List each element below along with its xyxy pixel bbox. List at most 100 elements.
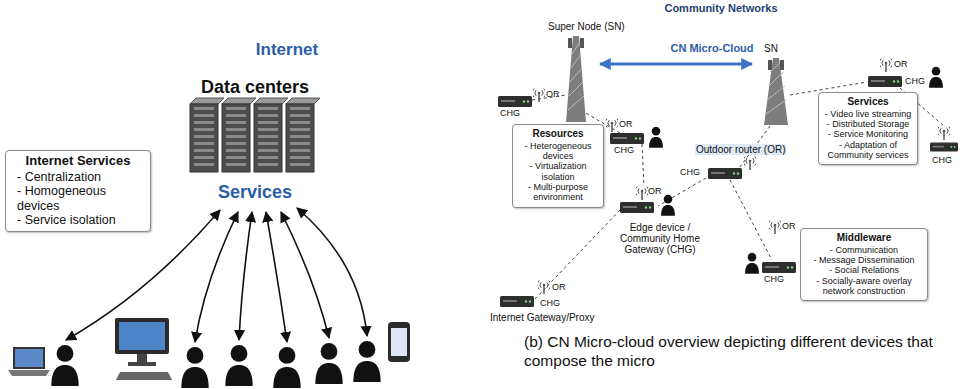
cn-devices xyxy=(498,59,958,307)
node-heading: Data centers xyxy=(123,77,388,98)
device-label: CHG xyxy=(905,77,925,87)
device-label: OR xyxy=(552,283,566,293)
callout-item: - Service isolation xyxy=(11,213,145,227)
frame-outline xyxy=(483,17,960,328)
device-label: OR xyxy=(546,90,560,100)
device-label: SN xyxy=(764,43,778,54)
device-label: Super Node (SN) xyxy=(548,21,625,32)
callout-heading: Internet Services xyxy=(11,154,145,169)
server-racks-part xyxy=(286,98,320,104)
internet-services-callout: Internet Services- Centralization- Homog… xyxy=(5,150,151,232)
callout-item: - Message Dissemination xyxy=(806,255,922,265)
user-devices-part xyxy=(388,322,410,362)
node-heading: CN Micro-Cloud xyxy=(485,42,940,55)
server-racks xyxy=(190,98,320,172)
user-arrows-part xyxy=(297,208,367,336)
device-label: Edge device / Community Home Gateway (CH… xyxy=(612,222,708,255)
server-racks-part xyxy=(190,98,224,104)
user-arrows-part xyxy=(281,212,329,338)
server-racks-part xyxy=(226,107,246,170)
callout-item: - Video live streaming xyxy=(824,109,912,119)
device-label: CHG xyxy=(540,299,560,309)
resources-callout: Resources- Heterogeneous devices- Virtua… xyxy=(512,124,604,208)
user-arrows-part xyxy=(239,212,252,340)
device-label: OR xyxy=(648,187,662,197)
sn-link-arrow xyxy=(600,63,752,66)
cn-devices-part xyxy=(708,168,742,179)
user-devices-part xyxy=(137,354,147,362)
user-figures-part xyxy=(51,345,78,386)
server-racks-part xyxy=(254,98,288,104)
super-node-towers-part xyxy=(568,42,584,110)
user-figures xyxy=(51,341,380,388)
user-devices-part xyxy=(14,348,44,368)
cn-devices-part xyxy=(768,221,781,234)
device-label: OR xyxy=(619,120,633,130)
user-figures-part xyxy=(315,343,342,384)
callout-item: - Service Monitoring xyxy=(824,129,912,139)
callout-item: - Multi-purpose environment xyxy=(518,182,598,203)
services-callout: Services- Video live streaming- Distribu… xyxy=(818,92,918,165)
callout-item: - Heterogeneous devices xyxy=(518,141,598,162)
cloud-outline xyxy=(144,74,381,256)
user-devices-part xyxy=(128,362,156,366)
server-racks-part xyxy=(222,98,256,104)
cn-devices-part xyxy=(868,76,902,87)
user-devices-part xyxy=(116,372,172,380)
super-node-towers-part xyxy=(580,38,584,48)
figure-caption: (b) CN Micro-cloud overview depicting di… xyxy=(524,333,962,370)
super-node-towers-part xyxy=(566,36,586,122)
cn-devices-part xyxy=(930,142,958,151)
node-heading: Community Networks xyxy=(482,2,960,15)
user-arrows-part xyxy=(195,212,238,342)
cn-devices-part xyxy=(537,281,550,294)
device-label: CHG xyxy=(764,275,784,285)
cn-devices-part xyxy=(762,262,796,273)
callout-heading: Resources xyxy=(518,128,598,140)
device-label: OR xyxy=(782,222,796,232)
device-label: CHG xyxy=(932,156,952,166)
dashed-links-part xyxy=(730,180,772,260)
cn-devices-part xyxy=(498,96,532,107)
super-node-towers-part xyxy=(780,60,784,70)
server-racks-part xyxy=(190,104,218,172)
super-node-towers-part xyxy=(764,58,788,125)
cn-devices-part xyxy=(620,202,654,213)
callout-item: - Virtualization isolation xyxy=(518,161,598,182)
cn-devices-part xyxy=(743,157,756,170)
cn-devices-part xyxy=(937,127,950,140)
cloud-outline xyxy=(515,49,930,289)
callout-heading: Middleware xyxy=(806,232,922,244)
cn-devices-part xyxy=(610,133,644,144)
callout-item: - Social Relations xyxy=(806,265,922,275)
callout-heading: Services xyxy=(824,96,912,108)
device-label: CHG xyxy=(500,109,520,119)
user-devices-part xyxy=(115,318,169,354)
cn-devices-part xyxy=(500,296,534,307)
device-label: CHG xyxy=(680,168,700,178)
user-devices-part xyxy=(8,370,50,376)
server-racks-part xyxy=(290,107,310,170)
user-figures-part xyxy=(273,347,300,388)
middleware-callout: Middleware- Communication- Message Disse… xyxy=(800,228,928,301)
cn-devices-part xyxy=(635,187,648,200)
datacenter-cloud: Data centersServices xyxy=(130,62,395,267)
cn-devices-part xyxy=(605,119,618,132)
server-racks-part xyxy=(222,104,250,172)
device-label: OR xyxy=(894,60,908,70)
community-networks-panel: Community Networks CN Micro-CloudResource… xyxy=(482,2,960,328)
callout-item: - Homogeneous devices xyxy=(11,184,145,213)
cn-users-part xyxy=(929,67,943,88)
device-label: CHG xyxy=(614,146,634,156)
cn-users-part xyxy=(661,195,675,216)
cn-devices-part xyxy=(879,59,892,72)
user-devices-part xyxy=(391,328,407,356)
user-devices-part xyxy=(119,322,165,350)
callout-item: - Socially-aware overlay network constru… xyxy=(806,276,922,297)
user-figures-part xyxy=(181,347,208,388)
cn-users-part xyxy=(745,253,759,274)
callout-item: - Adaptation of Community services xyxy=(824,140,912,161)
user-figures-part xyxy=(225,345,252,386)
server-racks-part xyxy=(194,107,214,170)
